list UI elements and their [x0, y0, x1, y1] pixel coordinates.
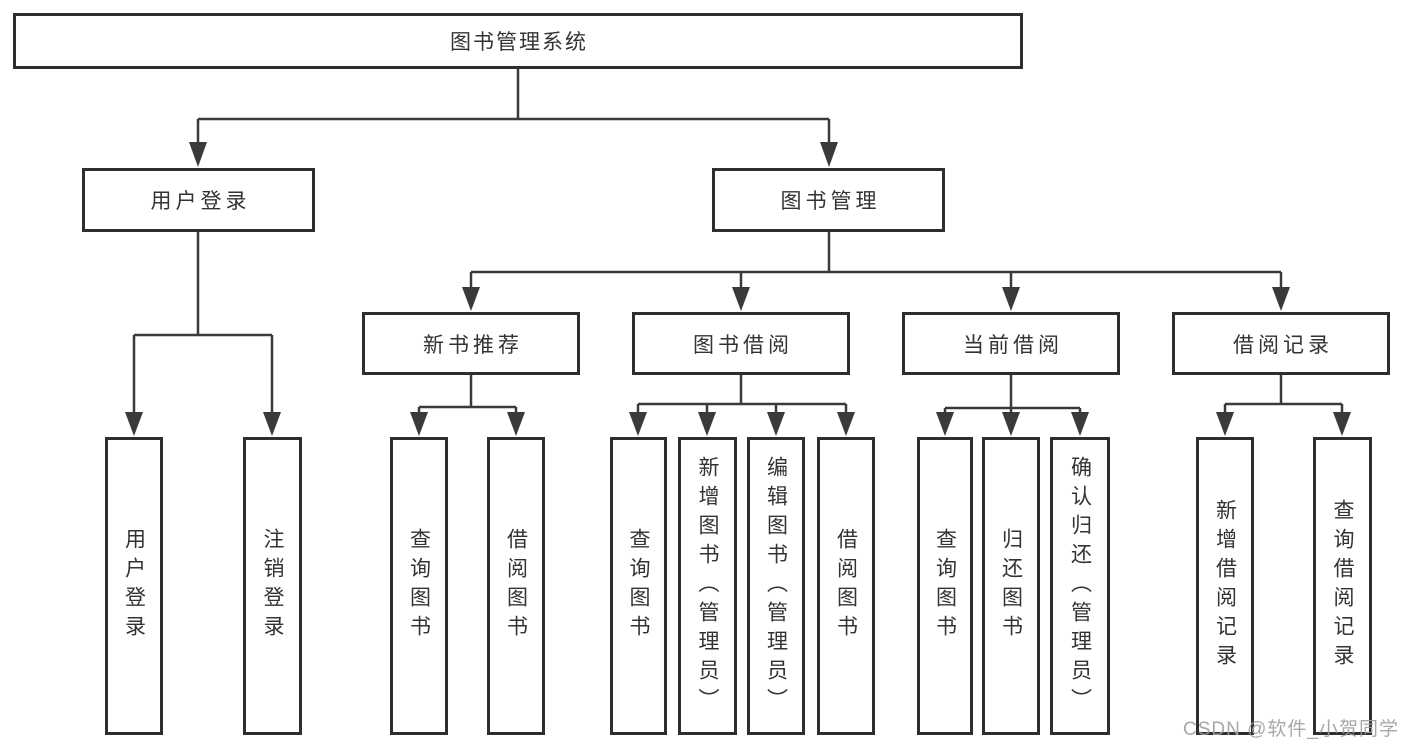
leaf-label: 借阅图书 — [834, 528, 858, 644]
node-new-book-recommend: 新书推荐 — [362, 312, 580, 375]
leaf-label: 借阅图书 — [504, 528, 528, 644]
leaf-label: 归还图书 — [999, 528, 1023, 644]
leaf-label: 查询图书 — [407, 528, 431, 644]
node-library-management-system: 图书管理系统 — [13, 13, 1023, 69]
leaf-label: 查询图书 — [627, 528, 650, 644]
leaf-user-login: 用户登录 — [105, 437, 163, 735]
leaf-add-books-admin: 新增图书（管理员） — [678, 437, 737, 735]
leaf-query-books: 查询图书 — [917, 437, 973, 735]
csdn-watermark: CSDN @软件_小贺同学 — [1183, 719, 1399, 740]
leaf-query-books: 查询图书 — [390, 437, 448, 735]
leaf-label: 用户登录 — [122, 528, 146, 644]
leaf-borrow-books: 借阅图书 — [487, 437, 545, 735]
leaf-edit-books-admin: 编辑图书（管理员） — [747, 437, 805, 735]
leaf-query-books: 查询图书 — [610, 437, 667, 735]
leaf-label: 查询借阅记录 — [1331, 499, 1354, 673]
leaf-query-borrow-record: 查询借阅记录 — [1313, 437, 1372, 735]
leaf-add-borrow-record: 新增借阅记录 — [1196, 437, 1254, 735]
node-borrow-records: 借阅记录 — [1172, 312, 1390, 375]
node-current-borrowing: 当前借阅 — [902, 312, 1120, 375]
node-label: 图书管理系统 — [450, 31, 588, 54]
leaf-label: 新增借阅记录 — [1213, 499, 1237, 673]
leaf-confirm-return-admin: 确认归还（管理员） — [1050, 437, 1110, 735]
node-label: 图书管理 — [780, 190, 881, 213]
node-label: 当前借阅 — [963, 333, 1063, 357]
leaf-label: 编辑图书（管理员） — [764, 455, 788, 717]
leaf-label: 查询图书 — [933, 528, 957, 644]
leaf-borrow-books: 借阅图书 — [817, 437, 875, 735]
leaf-logout: 注销登录 — [243, 437, 302, 735]
node-user-login: 用户登录 — [82, 168, 315, 232]
node-label: 图书借阅 — [693, 333, 793, 357]
node-book-borrowing: 图书借阅 — [632, 312, 850, 375]
leaf-label: 新增图书（管理员） — [696, 455, 719, 717]
leaf-label: 注销登录 — [261, 528, 284, 644]
leaf-label: 确认归还（管理员） — [1068, 455, 1092, 717]
node-label: 新书推荐 — [423, 333, 523, 357]
node-book-management: 图书管理 — [712, 168, 945, 232]
node-label: 借阅记录 — [1233, 333, 1333, 357]
leaf-return-books: 归还图书 — [982, 437, 1040, 735]
node-label: 用户登录 — [150, 190, 251, 213]
